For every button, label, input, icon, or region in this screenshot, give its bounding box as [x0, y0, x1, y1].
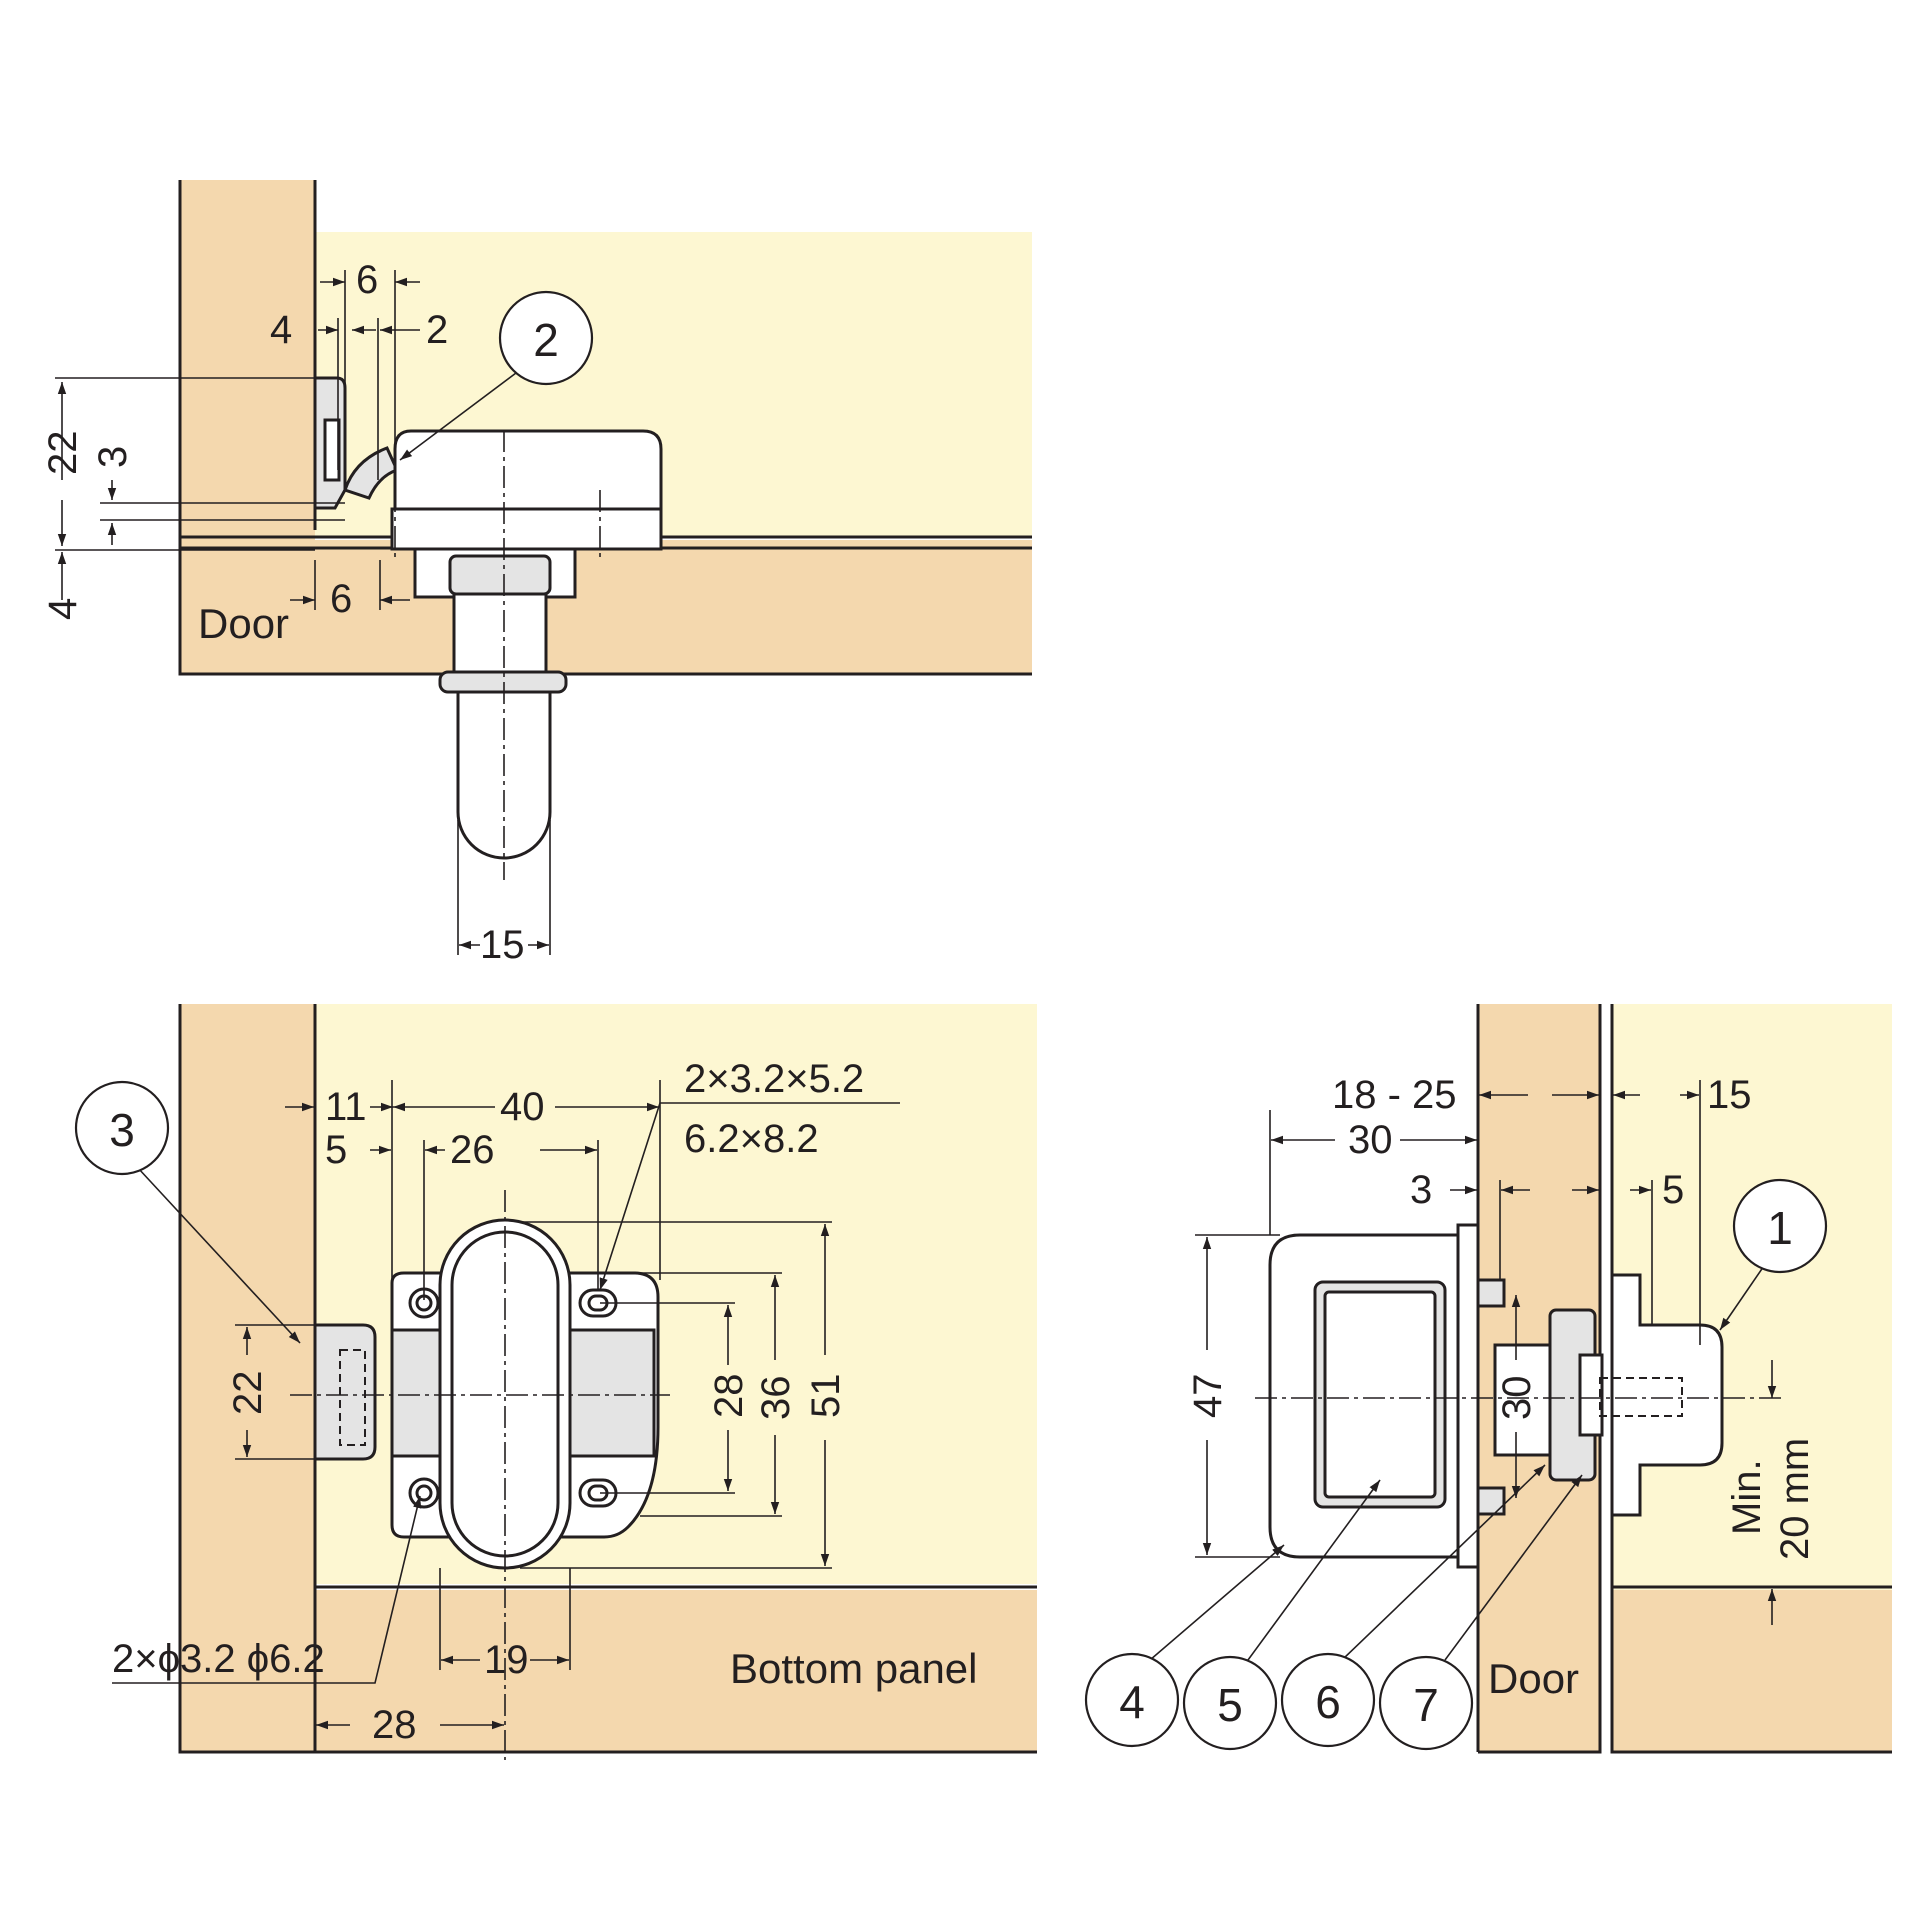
side-latch-face-inner: [1323, 1290, 1437, 1499]
dim-2-top: 2: [426, 308, 448, 352]
label-door-top: Door: [198, 600, 289, 647]
callout-1: 1: [1767, 1202, 1793, 1254]
dim-18-25: 18 - 25: [1332, 1073, 1457, 1117]
callout-5: 5: [1217, 1679, 1243, 1731]
catch-screw: [323, 418, 341, 482]
door-side-panel: [180, 1004, 315, 1752]
side-shaft: [1493, 1343, 1552, 1457]
dim-3-top: 3: [91, 446, 135, 468]
dim-22-top: 22: [41, 431, 85, 476]
ext-lines-6: [344, 270, 396, 500]
bottom-left-view: 11 40 5 26 2×3.2×5.2 6.2×8.2 22 28 36 51: [74, 1004, 1037, 1760]
dim-min-b: 20 mm: [1773, 1438, 1817, 1560]
dim-22-bl: 22: [226, 1371, 270, 1416]
side-view: 18 - 25 15 30 3 5 47 30 Min. 20 mm Door: [1084, 1004, 1892, 1754]
dim-min-a: Min.: [1725, 1459, 1769, 1535]
callout-circle-4: [1084, 1652, 1180, 1748]
callout-2: 2: [533, 314, 559, 366]
latch-body-base: [390, 507, 663, 551]
callout-circle-3: [74, 1080, 170, 1176]
dim-26: 26: [450, 1128, 495, 1172]
dim-3-side: 3: [1410, 1168, 1432, 1212]
cabinet-bottom-wood: [1612, 1590, 1892, 1752]
dim-11: 11: [325, 1085, 367, 1129]
callout-circle-5: [1182, 1655, 1278, 1751]
bottom-panel-section: [180, 540, 1032, 674]
dim-6-top: 6: [356, 258, 378, 302]
dim-4-side: 4: [41, 598, 85, 620]
side-catch-hidden: [1599, 1377, 1683, 1417]
side-catch: [1610, 1273, 1724, 1517]
dim-holes: 2×ϕ3.2 ϕ6.2: [112, 1637, 325, 1681]
callout-6: 6: [1315, 1676, 1341, 1728]
latch-stem: [452, 592, 548, 682]
dim-slot-a: 2×3.2×5.2: [684, 1057, 864, 1101]
callout-circle-1: [1732, 1178, 1828, 1274]
dim-30-v: 30: [1495, 1376, 1539, 1421]
dim-5-bl: 5: [325, 1128, 347, 1172]
side-shaft-tip: [1578, 1353, 1604, 1437]
dim-5-side: 5: [1662, 1168, 1684, 1212]
callout-circle-6: [1280, 1652, 1376, 1748]
dim-28-h: 28: [372, 1703, 417, 1747]
dim-47: 47: [1186, 1374, 1230, 1419]
label-bottom-panel: Bottom panel: [730, 1645, 978, 1692]
side-latch-flange: [1456, 1223, 1480, 1569]
dim-slot-b: 6.2×8.2: [684, 1117, 819, 1161]
dim-4-top: 4: [270, 308, 292, 352]
callout-4: 4: [1119, 1676, 1145, 1728]
side-screw-top: [1476, 1278, 1506, 1308]
dim-51: 51: [804, 1374, 848, 1419]
callout-7: 7: [1413, 1679, 1439, 1731]
latch-plate-right-rib: [566, 1328, 656, 1458]
callout-3: 3: [109, 1104, 135, 1156]
top-view: 6 4 2 22 3 4 6 Door 15 2: [41, 180, 1032, 967]
dim-6-bottom: 6: [330, 577, 352, 621]
catch-hidden-outline: [339, 1349, 366, 1446]
dim-30-h: 30: [1348, 1118, 1393, 1162]
side-screw-bottom: [1476, 1486, 1506, 1516]
dim-40: 40: [500, 1085, 545, 1129]
bottom-panel: [315, 1590, 1037, 1752]
latch-collar: [438, 670, 568, 694]
door-outline: [178, 180, 1032, 676]
cabinet-side-cream: [1612, 1004, 1892, 1590]
latch-hex-nut: [448, 554, 552, 596]
dim-28-v: 28: [707, 1374, 751, 1419]
latch-body-top: [393, 429, 663, 511]
latch-hole-centerlines: [394, 490, 601, 560]
dim-15-side: 15: [1707, 1073, 1752, 1117]
callout-circle-7: [1378, 1655, 1474, 1751]
dim-19: 19: [484, 1638, 529, 1682]
dim-15: 15: [480, 923, 525, 967]
callout-circle-2: [498, 290, 594, 386]
catch-side-block: [313, 1323, 377, 1461]
label-door-side: Door: [1488, 1655, 1579, 1702]
dim-36: 36: [754, 1376, 798, 1421]
